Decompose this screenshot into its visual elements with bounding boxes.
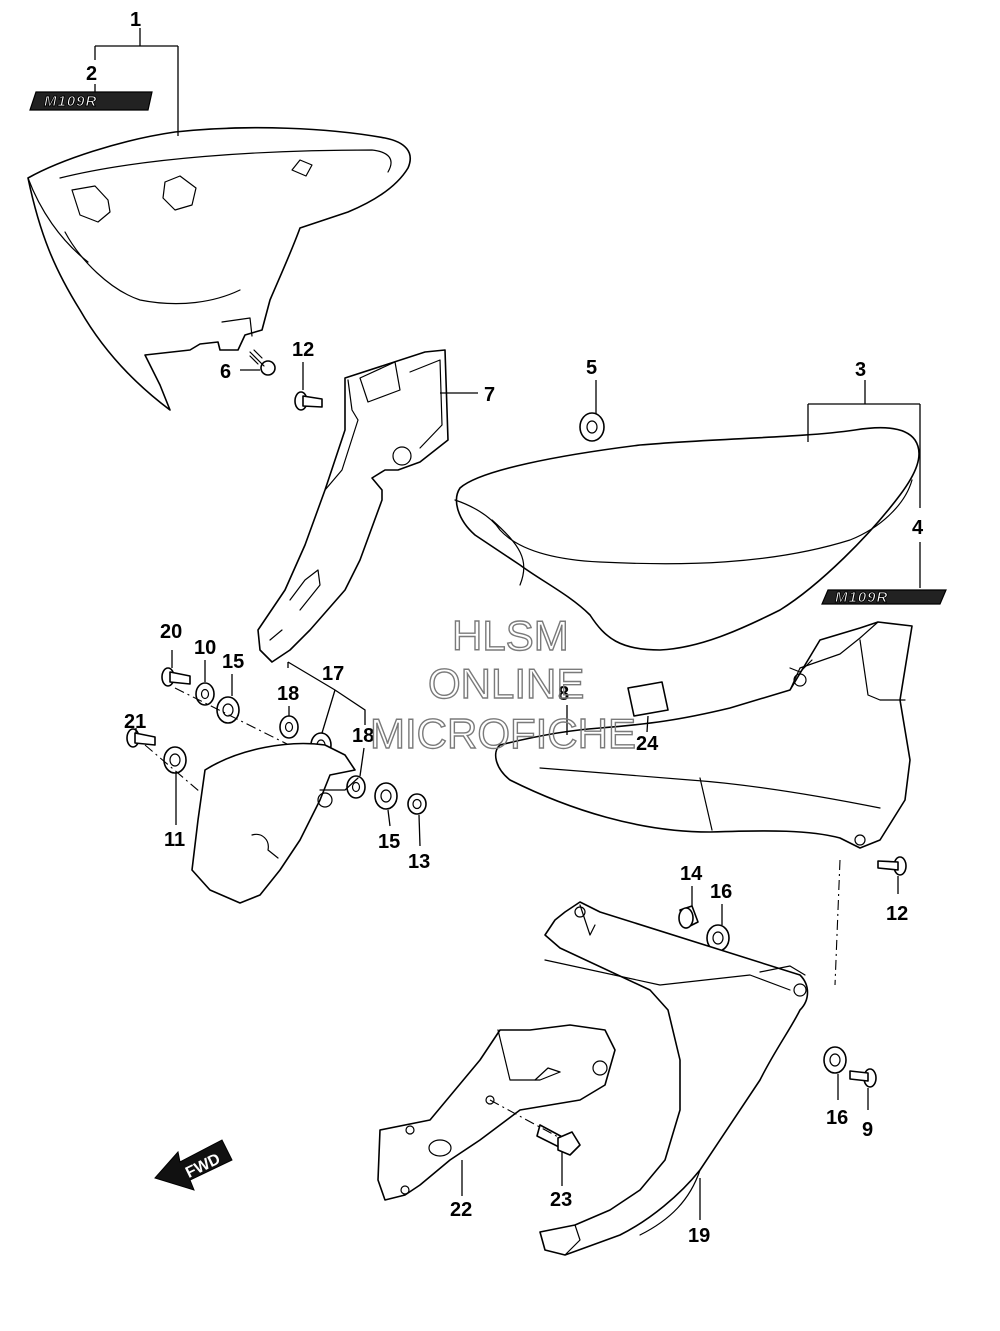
forward-arrow-icon: FWD [154, 1139, 233, 1191]
watermark-line-3: MICROFICHE [370, 710, 636, 757]
bolt-21 [126, 728, 156, 748]
callout-24: 24 [636, 733, 659, 755]
callout-3: 3 [855, 359, 866, 381]
emblem-left: M109R [29, 91, 153, 111]
leader-lines [94, 28, 921, 1220]
watermark-line-2: ONLINE [428, 660, 584, 707]
seat-cover-part [27, 126, 411, 411]
watermark: HLSM ONLINE MICROFICHE [369, 611, 636, 757]
pad-24 [627, 681, 669, 717]
callout-16-upper: 16 [710, 881, 732, 903]
callouts: 1 2 3 4 5 6 7 8 9 10 11 12 12 13 14 15 1… [86, 9, 924, 1247]
bracket-7 [257, 349, 449, 663]
bolt-23 [536, 1124, 581, 1156]
callout-15-lower: 15 [378, 831, 400, 853]
grommet-11 [163, 746, 187, 774]
callout-11: 11 [164, 829, 185, 851]
callout-19: 19 [688, 1225, 710, 1247]
bracket-8 [191, 742, 359, 904]
callout-17: 17 [322, 663, 344, 685]
callout-8: 8 [558, 683, 569, 705]
plate-22 [377, 1024, 616, 1201]
callout-4: 4 [912, 517, 924, 539]
bolt-12-lower [877, 856, 907, 876]
assembly-line-d [834, 859, 841, 986]
callout-9: 9 [862, 1119, 873, 1141]
callout-14: 14 [680, 863, 703, 885]
callout-12-upper: 12 [292, 339, 314, 361]
callout-13: 13 [408, 851, 430, 873]
grommet-16-lower [823, 1046, 847, 1074]
bolt-20 [161, 667, 191, 687]
nut-13 [407, 793, 427, 815]
grommet-5 [579, 412, 605, 442]
callout-22: 22 [450, 1199, 472, 1221]
callout-12-lower: 12 [886, 903, 908, 925]
callout-5: 5 [586, 357, 597, 379]
screw-6 [249, 349, 276, 376]
emblem-right: M109R [821, 589, 947, 606]
callout-15-upper: 15 [222, 651, 244, 673]
side-cover-right [454, 426, 920, 651]
callout-10: 10 [194, 637, 216, 659]
bolt-12-upper [294, 391, 323, 411]
callout-21: 21 [124, 711, 146, 733]
callout-18-upper: 18 [277, 683, 299, 705]
emblem-left-text: M109R [44, 93, 97, 110]
frame-bracket-19 [539, 901, 809, 1256]
watermark-line-1: HLSM [452, 612, 569, 659]
callout-18-lower: 18 [352, 725, 374, 747]
callout-1: 1 [130, 9, 141, 31]
washer-18-lower [346, 775, 366, 799]
washer-10 [195, 682, 215, 706]
emblem-right-text: M109R [835, 589, 888, 606]
bolt-9 [849, 1068, 877, 1088]
callout-20: 20 [160, 621, 182, 643]
washer-18-upper [279, 715, 299, 739]
callout-6: 6 [220, 361, 231, 383]
callout-16-lower: 16 [826, 1107, 848, 1129]
callout-7: 7 [484, 384, 495, 406]
collar-14 [678, 905, 699, 929]
frame-cover-right [494, 621, 913, 849]
callout-2: 2 [86, 63, 97, 85]
assembly-line-c [489, 1099, 561, 1139]
callout-23: 23 [550, 1189, 572, 1211]
grommet-15-upper [216, 696, 240, 724]
grommet-15-lower [374, 782, 398, 810]
